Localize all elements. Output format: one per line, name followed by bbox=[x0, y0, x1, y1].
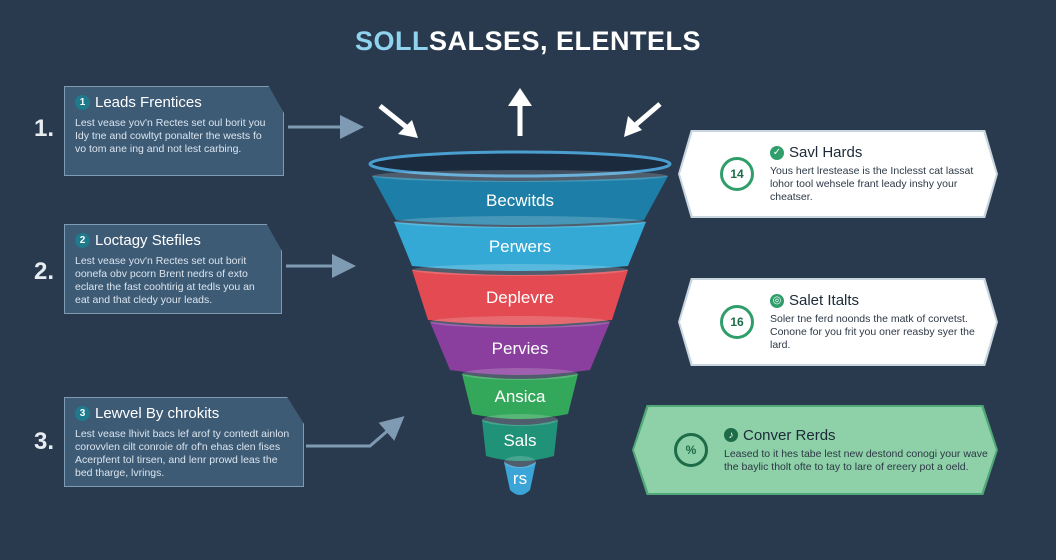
left-panel-body: Lest vease lhivit bacs lef arof ty conte… bbox=[75, 428, 290, 479]
left-panel-heading: Leads Frentices bbox=[95, 94, 202, 111]
funnel-stage-label: Sals bbox=[503, 431, 536, 450]
right-panel-heading: Savl Hards bbox=[789, 144, 863, 161]
right-panel-heading: Salet Italts bbox=[789, 292, 860, 309]
funnel-stage-1: Becwitds bbox=[372, 170, 668, 225]
funnel-stage-rim bbox=[430, 316, 610, 328]
right-panel-body: Leased to it hes tabe lest new destond c… bbox=[724, 447, 988, 473]
funnel-stage-shape bbox=[482, 420, 558, 461]
right-panel-body: Yous hert lrestease is the Inclesst cat … bbox=[770, 165, 974, 203]
funnel-stage-2: Perwers bbox=[394, 216, 646, 271]
funnel-stage-4: Pervies bbox=[430, 316, 610, 375]
step-badge-1: 1 bbox=[75, 95, 90, 110]
funnel-stage-rim bbox=[482, 414, 558, 426]
page-title: SOLLSALSES, ELENTELS bbox=[0, 26, 1056, 57]
funnel-stage-rim bbox=[462, 368, 578, 380]
funnel-stage-label: Ansica bbox=[494, 387, 546, 406]
funnel-stage-label: Perwers bbox=[489, 237, 551, 256]
right-panel-2: 16 ◎ Salet Italts Soler tne ferd noonds t… bbox=[678, 278, 998, 366]
inflow-arrow-up bbox=[508, 88, 532, 136]
inflow-arrow-right bbox=[624, 102, 662, 137]
step-badge-2: 2 bbox=[75, 233, 90, 248]
funnel-stage-7: rs bbox=[504, 456, 536, 495]
funnel-stage-shape bbox=[372, 176, 668, 225]
funnel-stage-label: Becwitds bbox=[486, 191, 554, 210]
step-number-1: 1. bbox=[34, 115, 55, 142]
left-panel-body: Lest vease yov'n Rectes set oul borit yo… bbox=[75, 117, 266, 155]
left-panel-1: 1 Leads Frentices Lest vease yov'n Recte… bbox=[64, 86, 284, 176]
right-panel-3: % ♪ Conver Rerds Leased to it hes tabe le… bbox=[632, 405, 998, 495]
connector-arrow-3 bbox=[306, 416, 405, 448]
funnel-stage-label: Deplevre bbox=[486, 288, 554, 307]
right-panel-heading: Conver Rerds bbox=[743, 426, 836, 444]
funnel-stage-3: Deplevre bbox=[412, 264, 628, 325]
funnel-stage-shape bbox=[462, 374, 578, 419]
stat-circle-3: % bbox=[674, 433, 708, 467]
target-icon: ◎ bbox=[770, 293, 784, 308]
left-panel-3: 3 Lewvel By chrokits Lest vease lhivit b… bbox=[64, 397, 304, 487]
funnel-stage-rim bbox=[394, 216, 646, 228]
funnel-stage-shape bbox=[430, 322, 610, 375]
funnel-stage-rim bbox=[504, 456, 536, 468]
stat-circle-2: 16 bbox=[720, 305, 754, 339]
funnel-stage-label: rs bbox=[513, 469, 527, 488]
right-panel-body: Soler tne ferd noonds the matk of corvet… bbox=[770, 313, 975, 351]
left-panel-header: 1 Leads Frentices bbox=[75, 94, 273, 111]
step-number-2: 2. bbox=[34, 258, 55, 285]
check-icon: ✓ bbox=[770, 145, 784, 160]
inflow-arrow-left bbox=[378, 104, 418, 138]
left-panel-heading: Loctagy Stefiles bbox=[95, 232, 201, 249]
title-accent: SOLL bbox=[354, 26, 429, 56]
stat-circle-1: 14 bbox=[720, 157, 754, 191]
left-panel-header: 3 Lewvel By chrokits bbox=[75, 405, 293, 422]
left-panel-body: Lest vease yov'n Rectes set out borit oo… bbox=[75, 255, 255, 306]
step-number-3: 3. bbox=[34, 428, 55, 455]
left-panel-header: 2 Loctagy Stefiles bbox=[75, 232, 271, 249]
left-panel-2: 2 Loctagy Stefiles Lest vease yov'n Rect… bbox=[64, 224, 282, 314]
right-panel-1: 14 ✓ Savl Hards Yous hert lrestease is th… bbox=[678, 130, 998, 218]
left-panel-heading: Lewvel By chrokits bbox=[95, 405, 220, 422]
funnel-stage-rim bbox=[412, 264, 628, 276]
title-rest: SALSES, ELENTELS bbox=[428, 26, 702, 56]
funnel-stage-shape bbox=[412, 270, 628, 325]
step-badge-3: 3 bbox=[75, 406, 90, 421]
funnel-stage-rim bbox=[372, 170, 668, 182]
funnel-stage-6: Sals bbox=[482, 414, 558, 461]
funnel-stage-shape bbox=[504, 462, 536, 495]
funnel-stage-label: Pervies bbox=[492, 339, 549, 358]
funnel-stage-5: Ansica bbox=[462, 368, 578, 419]
funnel-stage-shape bbox=[394, 222, 646, 271]
funnel-rim bbox=[368, 150, 672, 178]
leaf-icon: ♪ bbox=[724, 428, 738, 442]
